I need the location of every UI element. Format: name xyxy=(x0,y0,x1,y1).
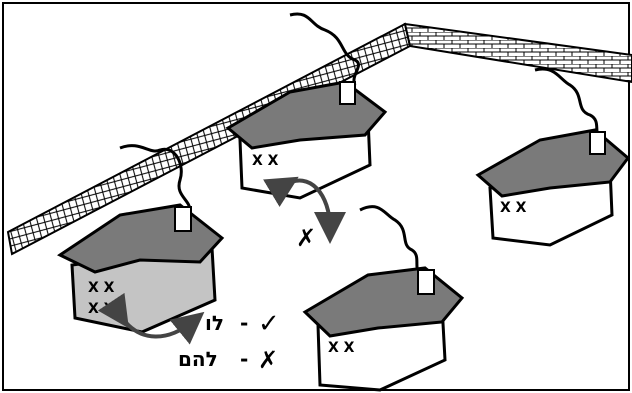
chimney xyxy=(174,206,192,232)
chimney xyxy=(417,269,435,295)
house-bottom-center: Ⅹ Ⅹ xyxy=(302,205,465,392)
smoke-squiggle-icon xyxy=(534,67,600,136)
svg-text:Ⅹ Ⅹ: Ⅹ Ⅹ xyxy=(328,340,355,356)
svg-text:Ⅹ Ⅹ: Ⅹ Ⅹ xyxy=(252,153,279,169)
svg-text:Ⅹ Ⅹ: Ⅹ Ⅹ xyxy=(88,280,115,296)
arrow-between-houses xyxy=(263,176,346,244)
brick-wall xyxy=(403,22,632,84)
smoke-squiggle-icon xyxy=(359,205,420,273)
legend: ✓ - לו ✗ - להם xyxy=(178,309,280,374)
cross-icon: ✗ xyxy=(258,346,278,374)
house-right: Ⅹ Ⅹ xyxy=(475,67,631,247)
check-icon: ✓ xyxy=(258,309,280,339)
chimney xyxy=(339,81,356,105)
cross-icon: ✗ xyxy=(296,224,316,252)
legend-row1-text: לו xyxy=(205,311,224,335)
smoke-squiggle-icon xyxy=(289,12,360,86)
arrow-to-self xyxy=(97,292,205,345)
legend-dash: - xyxy=(240,347,248,371)
legend-row2-text: להם xyxy=(178,347,218,371)
legend-dash: - xyxy=(240,311,248,335)
chimney xyxy=(589,131,606,155)
svg-text:Ⅹ Ⅹ: Ⅹ Ⅹ xyxy=(500,200,527,216)
svg-text:Ⅹ Ⅹ: Ⅹ Ⅹ xyxy=(88,301,115,317)
smoke-squiggle-icon xyxy=(119,144,192,211)
